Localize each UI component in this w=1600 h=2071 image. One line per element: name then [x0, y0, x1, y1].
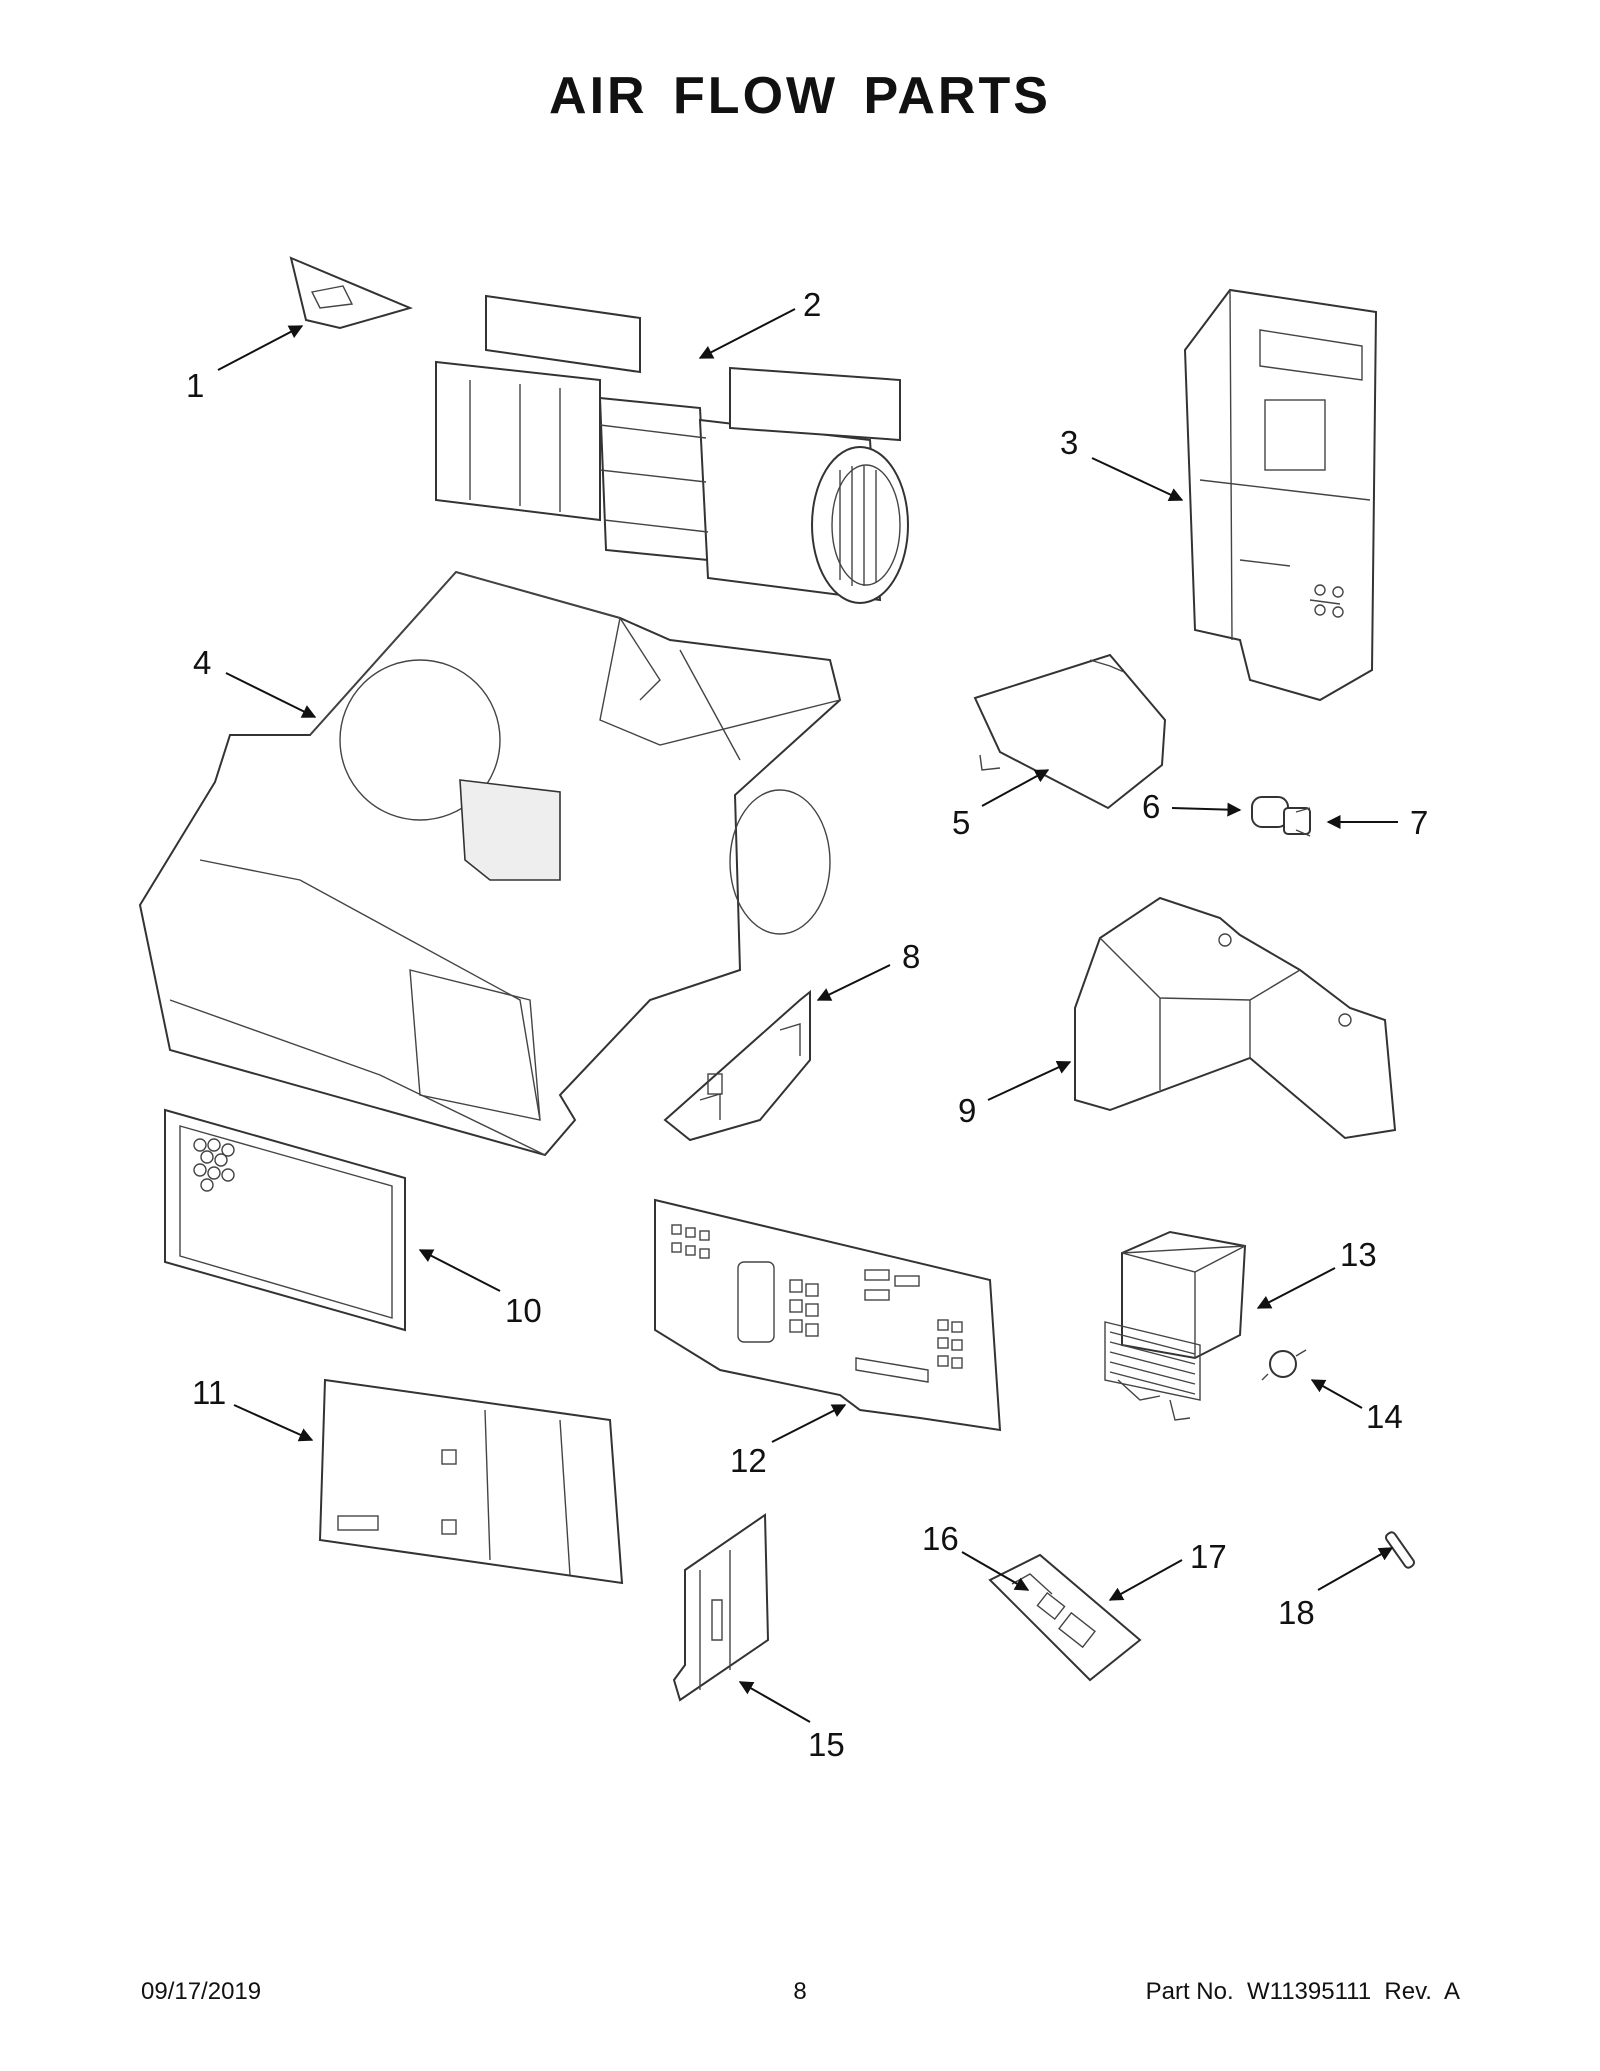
callout-13: 13: [1340, 1236, 1377, 1273]
part-15-bracket: [672, 1513, 770, 1702]
callout-18: 18: [1278, 1594, 1315, 1631]
part-8-bracket: [663, 989, 811, 1142]
part-1-label: [289, 256, 414, 330]
part-12-vent-grille: [654, 1198, 1002, 1432]
part-3-side-panel: [1183, 288, 1378, 702]
part-2-blower-assembly: [435, 294, 909, 604]
callout-12: 12: [730, 1442, 767, 1479]
callout-10: 10: [505, 1292, 542, 1329]
callout-15: 15: [808, 1726, 845, 1763]
callout-2: 2: [803, 286, 821, 323]
part-6-7-lamp-socket: [1251, 796, 1311, 837]
page-title: AIR FLOW PARTS: [549, 67, 1051, 125]
callout-9: 9: [958, 1092, 976, 1129]
part-14-thermostat: [1261, 1349, 1307, 1381]
footer-date: 09/17/2019: [141, 1978, 262, 2005]
callout-8: 8: [902, 938, 920, 975]
part-13-transformer: [1104, 1230, 1247, 1421]
callout-17: 17: [1190, 1538, 1227, 1575]
part-5-cover-plate: [973, 653, 1167, 810]
part-11-mounting-plate: [318, 1378, 624, 1585]
callout-6: 6: [1142, 788, 1160, 825]
part-18-fuse: [1385, 1531, 1415, 1569]
callout-7: 7: [1410, 804, 1428, 841]
footer-page-number: 8: [793, 1978, 807, 2005]
callout-1: 1: [186, 367, 204, 404]
callout-14: 14: [1366, 1398, 1403, 1435]
part-9-exhaust-duct: [1074, 896, 1397, 1140]
footer-part-number: Part No. W11395111 Rev. A: [1145, 1978, 1460, 2005]
part-10-grease-filter: [164, 1108, 406, 1332]
callout-5: 5: [952, 804, 970, 841]
part-16-17-control-board: [988, 1553, 1142, 1682]
part-4-base-housing: [138, 570, 842, 1157]
callout-3: 3: [1060, 424, 1078, 461]
leader-lines: [217, 308, 1398, 1723]
callout-16: 16: [922, 1520, 959, 1557]
callout-4: 4: [193, 644, 211, 681]
callout-11: 11: [192, 1374, 226, 1411]
callout-numbers: 1 2 3 4 5 6 7 8 9 10 11 12 13 14 15 16 1…: [186, 286, 1428, 1763]
